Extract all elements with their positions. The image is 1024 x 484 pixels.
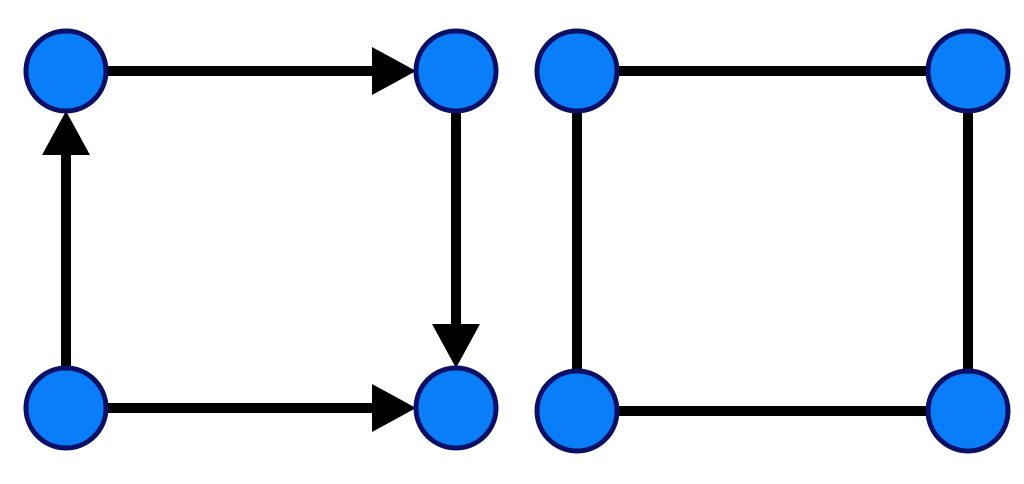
node-bottom-right [413, 365, 499, 451]
node-bottom-left [23, 365, 109, 451]
node-top-left [534, 28, 620, 114]
node-top-right [413, 28, 499, 114]
node-bottom-right [925, 368, 1011, 454]
directed-graph [23, 28, 499, 451]
node-bottom-left [534, 368, 620, 454]
node-top-left [23, 28, 109, 114]
arrowhead-bottom-left-to-top-left [42, 111, 90, 155]
arrowhead-top-right-to-bottom-right [432, 324, 480, 368]
node-top-right [925, 28, 1011, 114]
undirected-graph [534, 28, 1011, 454]
arrowhead-top-left-to-top-right [372, 47, 416, 95]
arrowhead-bottom-left-to-bottom-right [372, 384, 416, 432]
